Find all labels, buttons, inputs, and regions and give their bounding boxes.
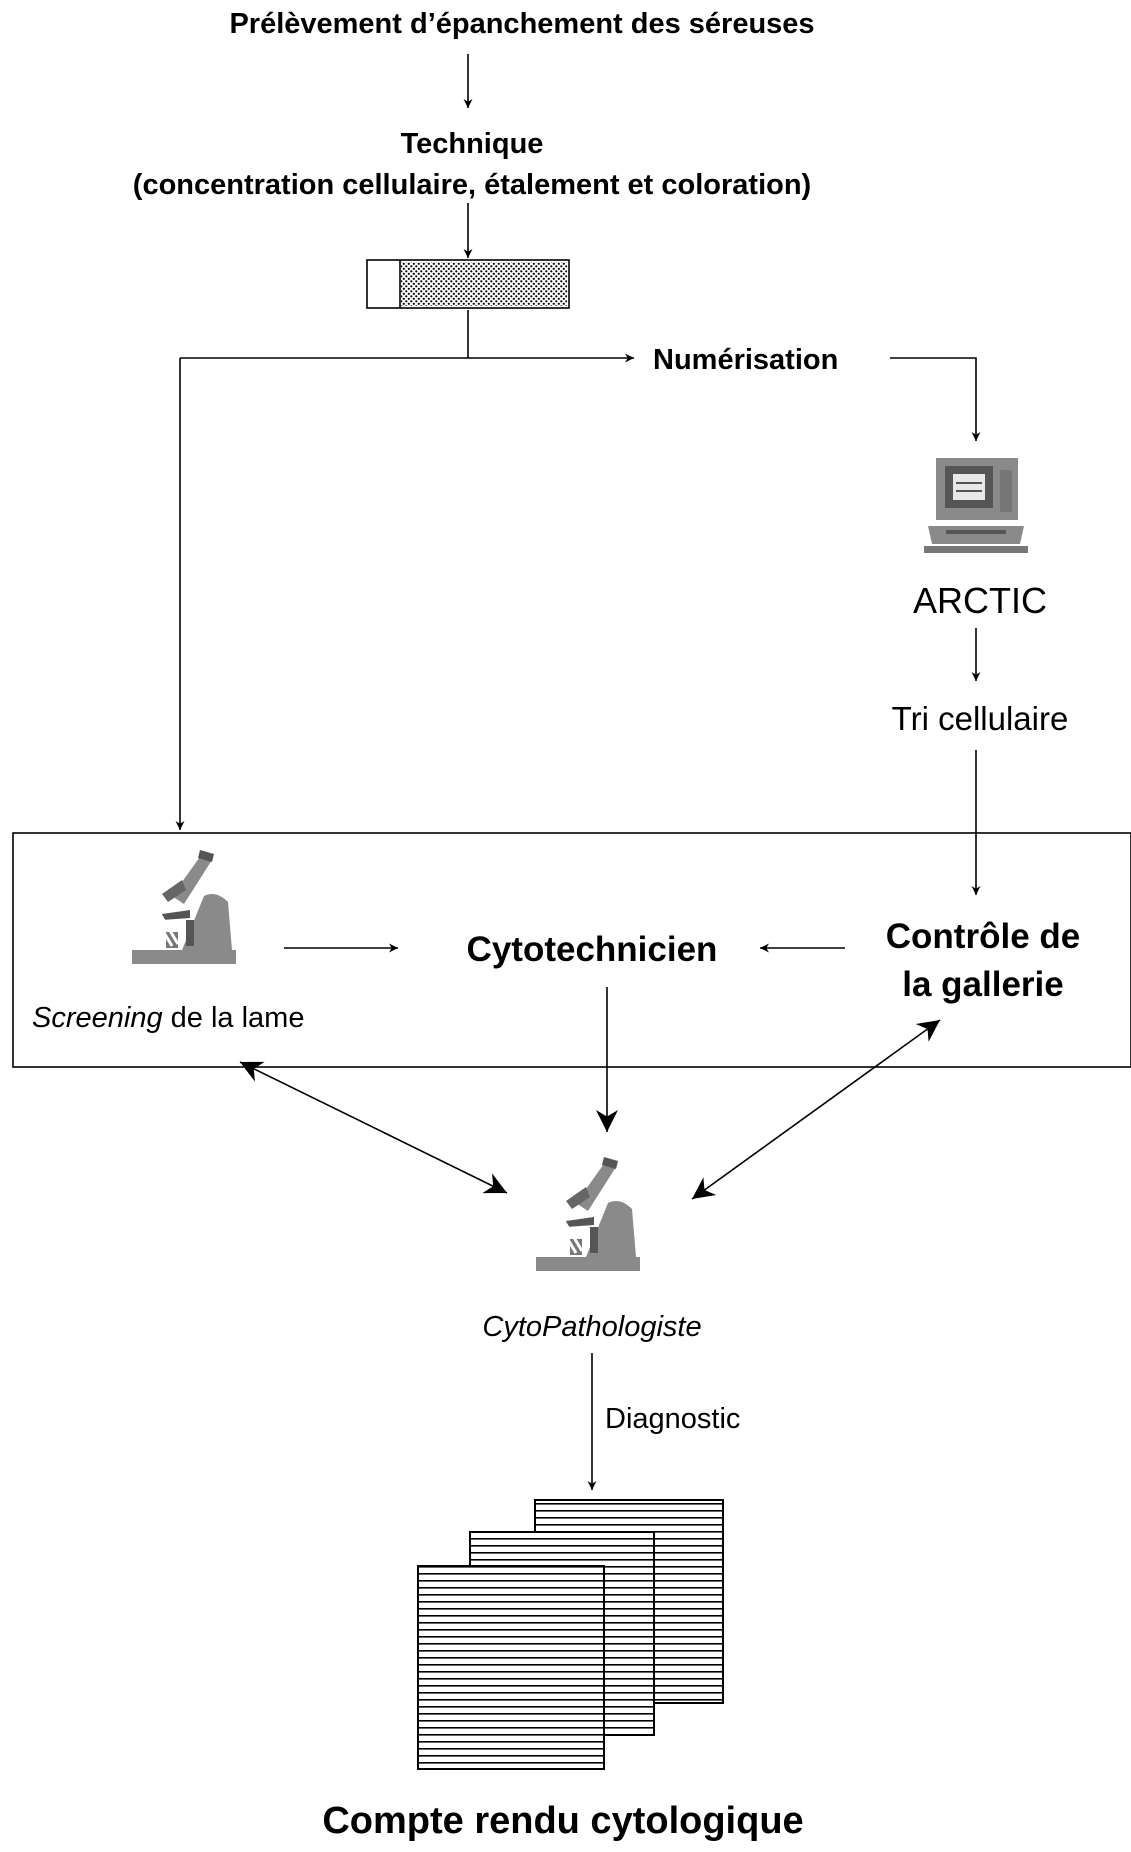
sampling-label: Prélèvement d’épanchement des séreuses [229, 8, 815, 40]
connector-lines [175, 54, 981, 1490]
technique-detail: (concentration cellulaire, étalement et … [132, 169, 812, 201]
report-pages-icon [417, 1499, 724, 1770]
big-arrows [239, 987, 941, 1200]
screening-microscope-icon [130, 848, 238, 966]
pathologist-label: CytoPathologiste [482, 1311, 702, 1343]
gallery-label-line2: la gallerie [902, 965, 1064, 1004]
screening-rest: de la lame [162, 1002, 305, 1034]
computer-icon [924, 458, 1028, 553]
gallery-label-line1: Contrôle de [885, 917, 1081, 956]
diagnostic-label: Diagnostic [605, 1403, 741, 1435]
digitization-label: Numérisation [653, 344, 839, 376]
cell-sort-label: Tri cellulaire [891, 700, 1069, 737]
pathologist-microscope-icon [534, 1155, 642, 1273]
screening-italic: Screening [32, 1002, 163, 1034]
technique-title: Technique [400, 128, 544, 160]
arctic-label: ARCTIC [913, 580, 1047, 621]
cytotechnician-zone [12, 832, 1131, 1068]
screening-label: Screening de la lame [32, 1002, 304, 1035]
glass-slide-icon [366, 259, 570, 309]
report-label: Compte rendu cytologique [322, 1800, 804, 1842]
cytotechnician-label: Cytotechnicien [466, 930, 718, 969]
